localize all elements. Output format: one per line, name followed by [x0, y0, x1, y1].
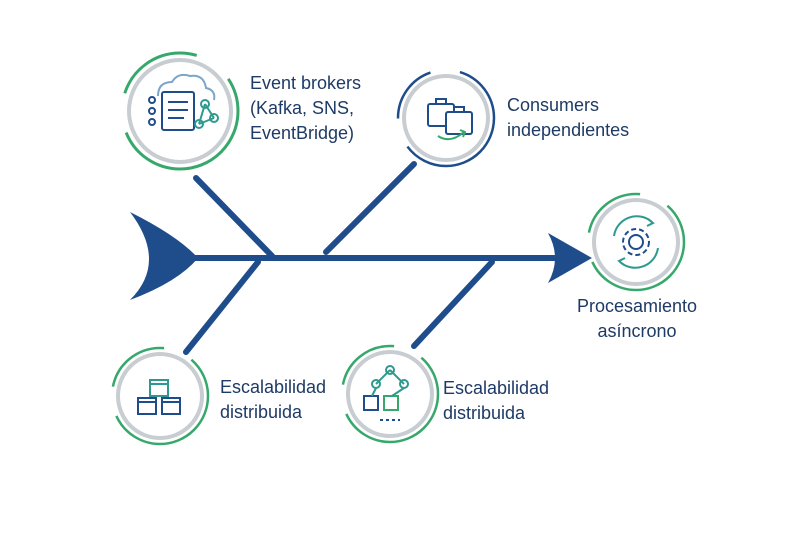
- network-cubes-icon: [363, 365, 409, 421]
- label-line: independientes: [507, 120, 630, 140]
- label-escalabilidad-1: Escalabilidad distribuida: [220, 375, 326, 425]
- bone-event-brokers: [193, 175, 275, 259]
- bone-escalabilidad-2: [411, 259, 495, 349]
- label-line: Procesamiento: [576, 296, 698, 316]
- bone-consumers: [323, 161, 417, 255]
- briefcases-icon: [427, 98, 473, 141]
- arrow-head: [548, 233, 592, 283]
- gear-refresh-icon: [613, 215, 659, 269]
- label-event-brokers: Event brokers (Kafka, SNS, EventBridge): [250, 71, 361, 146]
- label-consumers: Consumers independientes: [507, 93, 629, 143]
- fish-tail: [130, 212, 198, 300]
- cloud-document-network-icon: [148, 73, 219, 131]
- bone-escalabilidad-1: [183, 259, 261, 355]
- label-line: distribuida: [220, 402, 303, 422]
- label-line: EventBridge): [250, 123, 355, 143]
- label-line: asíncrono: [597, 321, 677, 341]
- label-line: (Kafka, SNS,: [250, 98, 355, 118]
- node-escalabilidad-2: [340, 344, 440, 444]
- node-event-brokers: [120, 51, 240, 171]
- label-escalabilidad-2: Escalabilidad distribuida: [443, 376, 549, 426]
- label-procesamiento: Procesamiento asíncrono: [567, 294, 707, 344]
- label-line: Event brokers: [250, 73, 362, 93]
- node-escalabilidad-1: [110, 346, 210, 446]
- label-line: Escalabilidad: [443, 378, 550, 398]
- label-line: Escalabilidad: [220, 377, 327, 397]
- label-line: distribuida: [443, 403, 526, 423]
- node-consumers: [396, 68, 496, 168]
- stacked-cubes-icon: [137, 379, 181, 415]
- label-line: Consumers: [507, 95, 600, 115]
- node-procesamiento: [586, 192, 686, 292]
